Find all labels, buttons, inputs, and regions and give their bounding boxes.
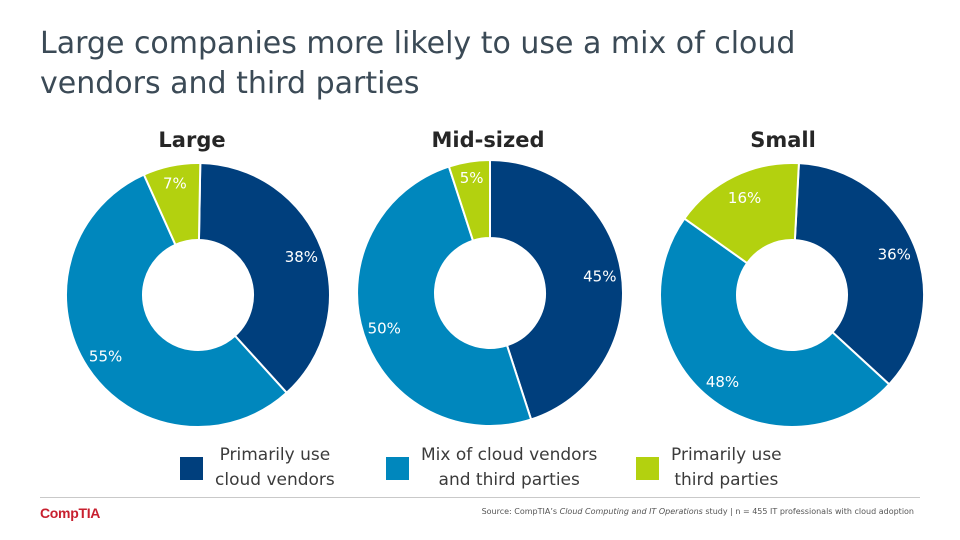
legend-item-cloud-vendors: Primarily use cloud vendors <box>180 443 335 493</box>
slice-label-mid-sized-third-parties: 5% <box>460 169 484 187</box>
legend-label-line: Mix of cloud vendors <box>421 445 598 465</box>
legend-item-third-parties: Primarily use third parties <box>636 443 782 493</box>
slice-label-mid-sized-mix: 50% <box>368 319 401 337</box>
slice-mid-sized-third-parties <box>447 158 491 242</box>
slice-label-small-cloud-vendors: 36% <box>878 245 911 263</box>
chart-title-large: Large <box>158 128 226 152</box>
slide-title: Large companies more likely to use a mix… <box>40 26 796 101</box>
legend-label-cloud-vendors: Primarily use cloud vendors <box>215 443 335 493</box>
legend-label-line: Primarily use <box>219 445 331 465</box>
legend-swatch-mix <box>386 456 409 480</box>
slice-large-cloud-vendors <box>197 162 331 395</box>
legend-swatch-third-parties <box>636 456 659 480</box>
comptia-logo: CompTIA <box>40 505 101 521</box>
legend-label-line: third parties <box>674 470 779 490</box>
source-prefix: Source: CompTIA’s <box>481 507 560 516</box>
legend-label-third-parties: Primarily use third parties <box>671 443 782 493</box>
slice-small-cloud-vendors <box>793 162 925 386</box>
source-suffix: study | n = 455 IT professionals with cl… <box>702 507 914 516</box>
slice-mid-sized-cloud-vendors <box>489 158 624 421</box>
slice-large-mix <box>65 173 289 428</box>
footer-divider <box>40 497 920 498</box>
chart-title-small: Small <box>750 128 816 152</box>
slice-large-third-parties <box>142 162 202 247</box>
slice-label-small-third-parties: 16% <box>728 189 761 207</box>
source-note: Source: CompTIA’s Cloud Computing and IT… <box>482 507 914 516</box>
legend-swatch-cloud-vendors <box>180 456 203 480</box>
slice-label-mid-sized-cloud-vendors: 45% <box>583 268 616 286</box>
legend-label-line: cloud vendors <box>215 470 335 490</box>
slice-label-large-mix: 55% <box>89 347 122 365</box>
legend-label-line: Primarily use <box>671 445 782 465</box>
source-study: Cloud Computing and IT Operations <box>559 507 703 516</box>
slice-label-large-third-parties: 7% <box>163 174 187 192</box>
slice-mid-sized-mix <box>356 165 533 427</box>
legend-label-mix: Mix of cloud vendors and third parties <box>421 443 597 493</box>
chart-title-mid-sized: Mid-sized <box>431 128 545 152</box>
slice-small-mix <box>659 217 891 428</box>
legend-item-mix: Mix of cloud vendors and third parties <box>386 443 597 493</box>
slice-small-third-parties <box>683 162 800 265</box>
legend-label-line: and third parties <box>438 470 580 490</box>
slice-label-large-cloud-vendors: 38% <box>285 248 318 266</box>
slice-label-small-mix: 48% <box>706 373 739 391</box>
